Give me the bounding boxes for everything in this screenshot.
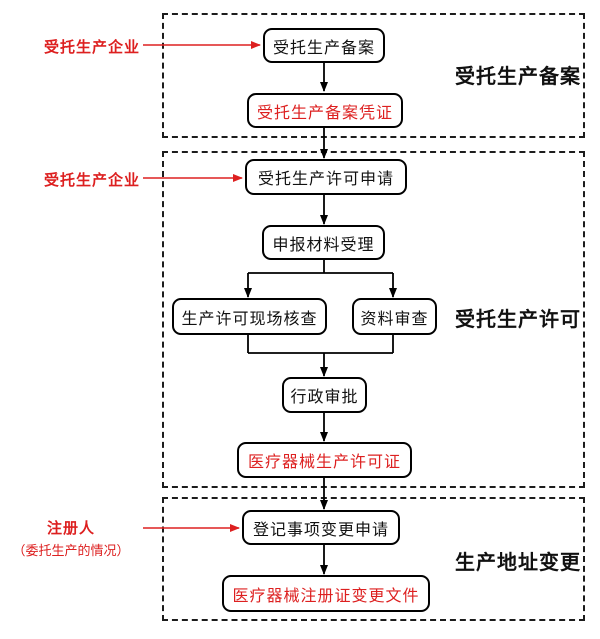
section-entrusted-filing: [162, 13, 585, 138]
section-label-entrusted-filing: 受托生产备案: [455, 66, 581, 88]
node-production-license-certificate: 医疗器械生产许可证: [237, 442, 412, 478]
node-document-review: 资料审查: [352, 298, 437, 335]
node-registration-change-document: 医疗器械注册证变更文件: [222, 575, 430, 612]
node-filing-certificate: 受托生产备案凭证: [247, 93, 403, 128]
section-label-entrusted-license: 受托生产许可: [455, 309, 581, 331]
annotation-entrusted-manufacturer-1: 受托生产企业: [44, 40, 141, 56]
node-material-acceptance: 申报材料受理: [262, 225, 385, 260]
annotation-registrant-note: （委托生产的情况）: [12, 543, 130, 558]
node-administrative-approval: 行政审批: [282, 377, 367, 413]
annotation-registrant-title: 注册人: [46, 521, 95, 537]
node-entrusted-filing: 受托生产备案: [263, 28, 385, 63]
annotation-entrusted-manufacturer-2: 受托生产企业: [44, 173, 141, 189]
node-license-application: 受托生产许可申请: [245, 159, 407, 195]
section-address-change: [162, 497, 585, 621]
section-entrusted-license: [162, 151, 585, 488]
node-change-application: 登记事项变更申请: [242, 510, 400, 545]
annotation-registrant: 注册人 （委托生产的情况）: [4, 517, 138, 559]
section-label-address-change: 生产地址变更: [455, 552, 581, 574]
node-onsite-inspection: 生产许可现场核查: [172, 298, 327, 335]
